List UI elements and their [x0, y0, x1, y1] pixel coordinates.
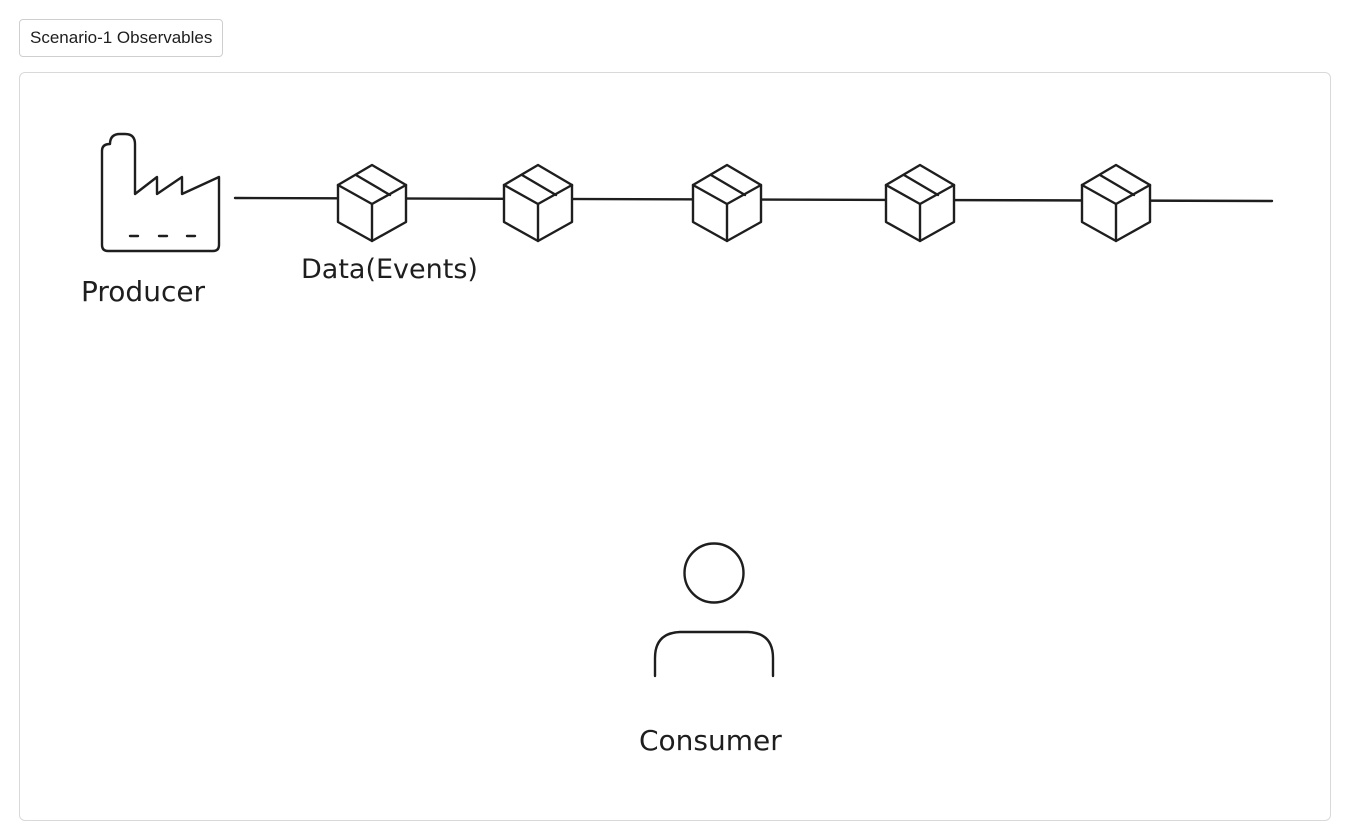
stream-label[interactable]: Data(Events): [301, 254, 478, 285]
package-icon[interactable]: [502, 163, 574, 243]
package-icon[interactable]: [336, 163, 408, 243]
package-icon[interactable]: [691, 163, 763, 243]
factory-icon[interactable]: [100, 132, 221, 253]
package-icon[interactable]: [884, 163, 956, 243]
frame-title[interactable]: Scenario-1 Observables: [19, 19, 224, 57]
producer-label[interactable]: Producer: [81, 275, 206, 308]
package-icon[interactable]: [1080, 163, 1152, 243]
user-icon[interactable]: [653, 542, 775, 678]
diagram-canvas[interactable]: Producer: [19, 72, 1331, 821]
consumer-label[interactable]: Consumer: [639, 724, 782, 757]
diagram-svg: Producer: [81, 132, 1274, 757]
